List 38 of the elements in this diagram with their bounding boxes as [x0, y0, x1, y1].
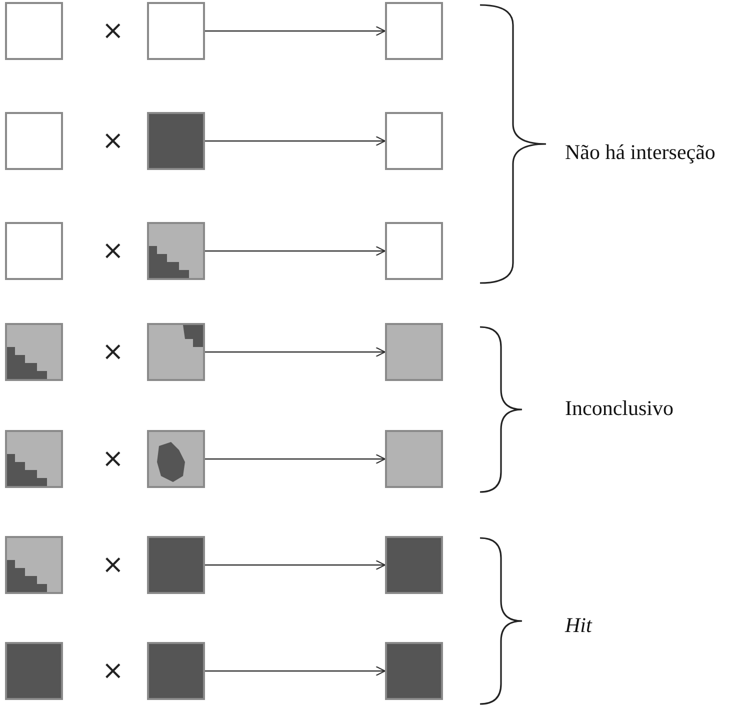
square-tile — [5, 112, 63, 170]
square-tile — [147, 536, 205, 594]
arrow — [205, 560, 386, 570]
square-tile — [147, 2, 205, 60]
group-label: Hit — [565, 612, 592, 638]
square-tile — [385, 112, 443, 170]
multiply-sign: × — [102, 337, 124, 367]
multiply-sign: × — [102, 126, 124, 156]
arrow — [205, 136, 386, 146]
square-tile — [5, 642, 63, 700]
square-tile — [385, 536, 443, 594]
arrow — [205, 26, 386, 36]
square-tile — [147, 112, 205, 170]
square-tile — [385, 2, 443, 60]
square-tile — [147, 222, 205, 280]
square-tile — [147, 323, 205, 381]
square-tile — [5, 430, 63, 488]
square-tile — [385, 222, 443, 280]
square-tile — [385, 430, 443, 488]
multiply-sign: × — [102, 444, 124, 474]
arrow — [205, 246, 386, 256]
square-tile — [5, 222, 63, 280]
multiply-sign: × — [102, 550, 124, 580]
arrow — [205, 454, 386, 464]
square-tile — [5, 323, 63, 381]
square-tile — [385, 642, 443, 700]
multiply-sign: × — [102, 16, 124, 46]
square-tile — [147, 642, 205, 700]
square-tile — [5, 536, 63, 594]
group-label: Não há interseção — [565, 139, 716, 165]
multiply-sign: × — [102, 236, 124, 266]
multiply-sign: × — [102, 656, 124, 686]
square-tile — [5, 2, 63, 60]
square-tile — [147, 430, 205, 488]
arrow — [205, 666, 386, 676]
arrow — [205, 346, 386, 358]
square-tile — [385, 323, 443, 381]
group-label: Inconclusivo — [565, 395, 674, 421]
